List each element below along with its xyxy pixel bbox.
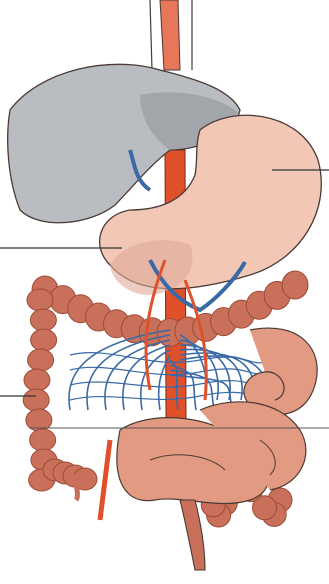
colon-haustra: [24, 369, 50, 391]
colon-haustra: [27, 289, 53, 311]
rectum: [180, 500, 205, 570]
colon-haustra: [28, 349, 54, 371]
colon-haustra: [31, 329, 57, 351]
colon-haustra: [23, 389, 49, 411]
colon-haustra: [282, 271, 308, 299]
colon-haustra: [30, 309, 56, 331]
esophagus-outline-left: [150, 0, 152, 70]
esophagus: [160, 0, 180, 70]
colon-haustra: [30, 429, 56, 451]
iliac-artery: [100, 440, 110, 520]
